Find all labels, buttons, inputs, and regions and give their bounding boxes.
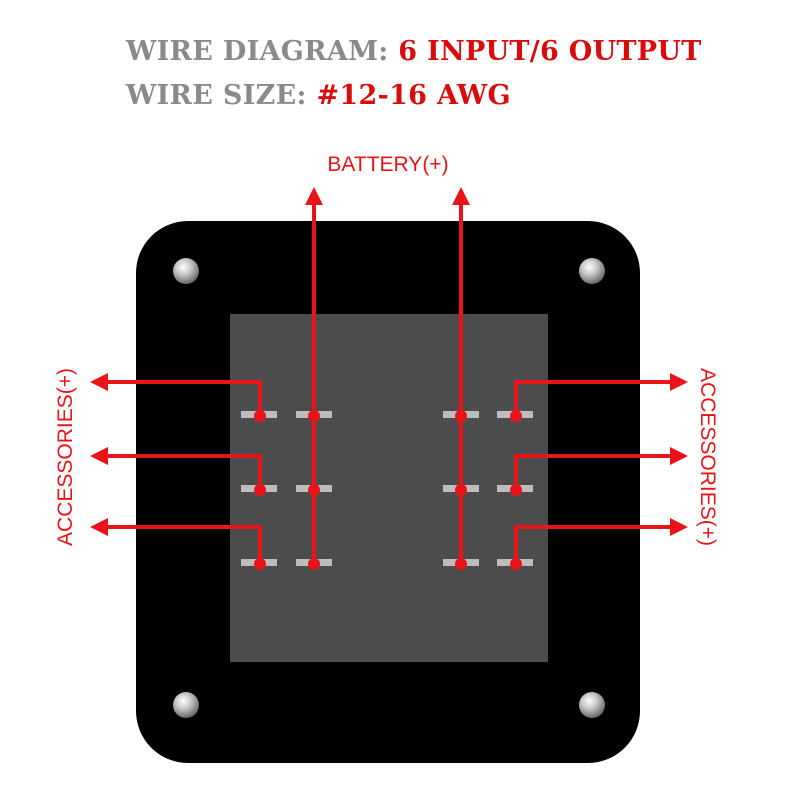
wire-size-value: #12-16 AWG (316, 80, 511, 111)
arrow-left-icon (90, 518, 108, 536)
screw-bottom-left-icon (173, 692, 199, 718)
connection-dot (254, 558, 266, 570)
connection-dot (254, 484, 266, 496)
accessory-wire-right-1 (514, 380, 672, 415)
arrow-left-icon (90, 373, 108, 391)
wire-diagram-value: 6 INPUT/6 OUTPUT (398, 36, 702, 67)
title-wire-diagram: WIRE DIAGRAM: 6 INPUT/6 OUTPUT (126, 36, 702, 67)
arrow-up-icon (452, 187, 470, 205)
wires (106, 200, 672, 566)
accessories-right-label: ACCESSORIES(+) (696, 368, 719, 546)
arrow-right-icon (670, 518, 688, 536)
arrowheads (90, 187, 688, 536)
screw-top-right-icon (579, 258, 605, 284)
title-wire-size: WIRE SIZE: #12-16 AWG (126, 80, 511, 111)
accessory-wire-left-1 (106, 380, 262, 415)
connection-dot (254, 410, 266, 422)
connection-dot (455, 484, 467, 496)
connection-dots (254, 410, 522, 570)
screw-top-left-icon (173, 258, 199, 284)
switch-panel (230, 314, 548, 662)
connection-dot (510, 484, 522, 496)
accessory-wire-right-2 (514, 454, 672, 488)
wire-size-label: WIRE SIZE: (126, 80, 317, 111)
connection-dot (308, 410, 320, 422)
screw-bottom-right-icon (579, 692, 605, 718)
battery-label: BATTERY(+) (327, 153, 448, 176)
accessories-left-label: ACCESSORIES(+) (54, 368, 77, 546)
connection-dot (510, 558, 522, 570)
accessory-wire-left-2 (106, 454, 262, 488)
accessory-wire-left-3 (106, 525, 262, 563)
accessory-wire-right-3 (514, 525, 672, 563)
connection-dot (308, 558, 320, 570)
arrow-up-icon (305, 187, 323, 205)
wire-diagram-label: WIRE DIAGRAM: (126, 36, 399, 67)
connection-dot (308, 484, 320, 496)
arrow-right-icon (670, 373, 688, 391)
arrow-left-icon (90, 447, 108, 465)
connection-dot (510, 410, 522, 422)
connection-dot (455, 410, 467, 422)
arrow-right-icon (670, 447, 688, 465)
connection-dot (455, 558, 467, 570)
